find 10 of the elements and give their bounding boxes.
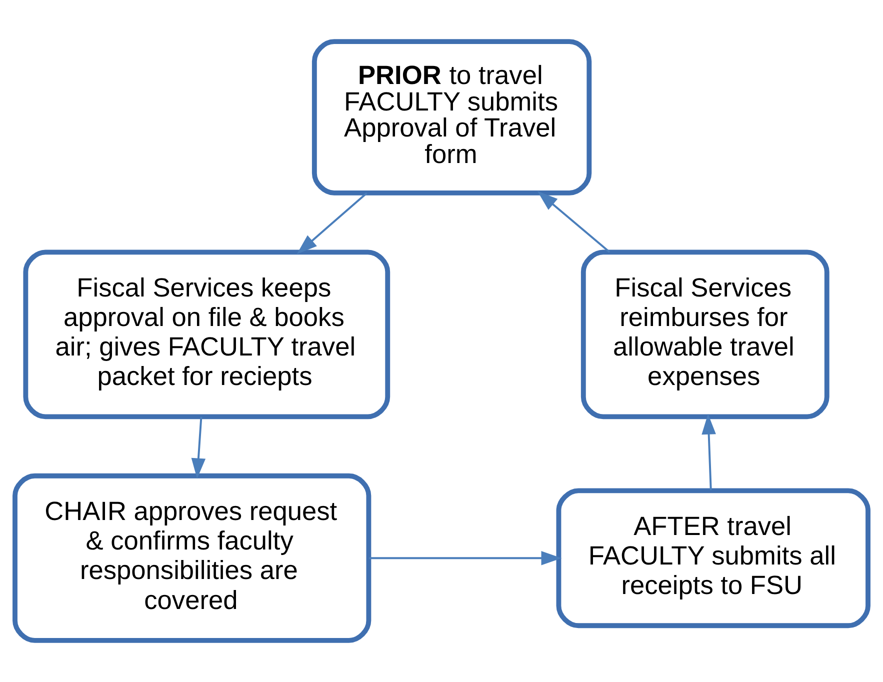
arrow [296,192,368,254]
arrow [702,414,716,490]
node-box: Fiscal Services keeps approval on file & books air; gives FACULTY travel packet for reciepts [23,250,390,420]
node-box: AFTER travel FACULTY submits all receipts to FSU [556,488,870,628]
arrow [191,416,206,479]
node-box: Fiscal Services reimburses for allowable travel expenses [580,250,830,420]
arrow [369,551,562,566]
arrow [537,191,610,253]
node-box: CHAIR approves request & confirms faculty responsibilities are covered [12,473,372,643]
node-box: PRIOR to travel FACULTY submits Approval of Travel form [312,39,592,196]
